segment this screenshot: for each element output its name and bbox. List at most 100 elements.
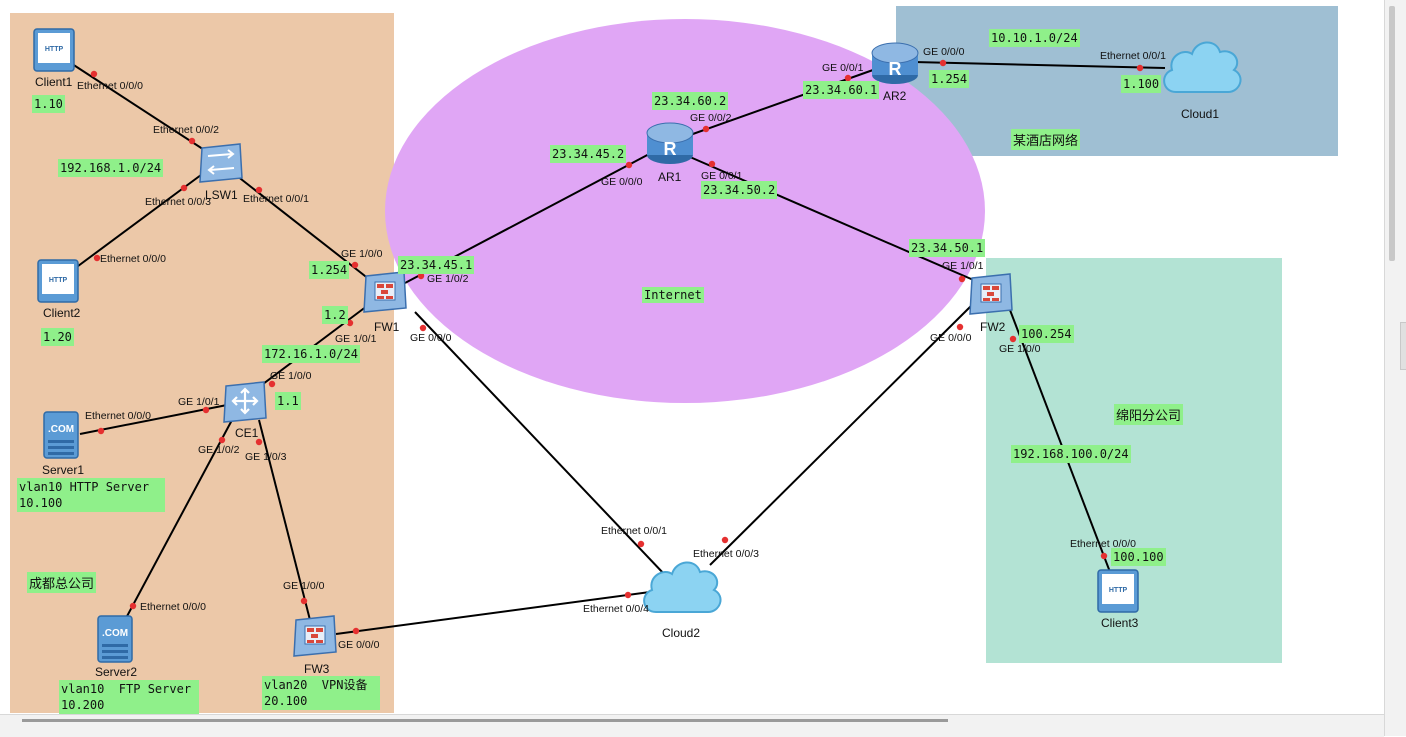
port-ce1-ge103: GE 1/0/3 (245, 451, 287, 463)
svg-text:HTTP: HTTP (45, 46, 64, 53)
port-ar1-ge001: GE 0/0/1 (701, 170, 743, 182)
svg-text:HTTP: HTTP (1109, 587, 1128, 594)
link-client1-lsw1 (65, 59, 213, 156)
switch-icon[interactable] (196, 140, 246, 186)
link-ce1-fw3 (258, 419, 311, 621)
firewall-icon[interactable] (292, 614, 340, 660)
link-ce1-server1 (79, 404, 228, 435)
port-ar2-ge000: GE 0/0/0 (923, 46, 965, 58)
internet-ellipse (385, 19, 985, 403)
port-ar2-ge001: GE 0/0/1 (822, 62, 864, 74)
port-cloud1-e001: Ethernet 0/0/1 (1100, 50, 1166, 62)
ce1-label: CE1 (235, 426, 259, 440)
port-ar1-ge002: GE 0/0/2 (690, 112, 732, 124)
net-192-100-label: 192.168.100.0/24 (1011, 445, 1131, 463)
cloud1-label: Cloud1 (1181, 107, 1220, 121)
fw3-label: FW3 (304, 662, 330, 676)
link-lsw1-fw1 (231, 171, 375, 284)
svg-text:.COM: .COM (48, 424, 74, 435)
client3-ip-label: 100.100 (1111, 548, 1166, 566)
svg-text:HTTP: HTTP (49, 277, 68, 284)
port-fw3-ge100: GE 1/0/0 (283, 580, 325, 592)
com-server-icon[interactable]: .COM (96, 614, 136, 666)
fw2-501-label: 23.34.50.1 (909, 239, 986, 257)
port-fw2-ge101: GE 1/0/1 (942, 260, 984, 272)
client3-label: Client3 (1101, 616, 1139, 630)
server1-info-label: vlan10 HTTP Server 10.100 (17, 478, 165, 512)
port-fw2-ge100: GE 1/0/0 (999, 343, 1041, 355)
cloud1-1100-label: 1.100 (1121, 75, 1162, 93)
lan-192-1-label: 192.168.1.0/24 (58, 159, 164, 177)
fw3-info-label: vlan20 VPN设备 20.100 (262, 676, 380, 710)
client2-ip-label: 1.20 (41, 328, 74, 346)
cloud-icon[interactable] (1158, 30, 1246, 100)
link-ar1-fw2 (689, 156, 986, 286)
cloud-icon[interactable] (638, 548, 726, 620)
hotel-zone (896, 6, 1338, 156)
fw2-label: FW2 (980, 320, 1006, 334)
port-server2-e000: Ethernet 0/0/0 (140, 601, 206, 613)
client1-label: Client1 (35, 75, 73, 89)
port-server1-e000: Ethernet 0/0/0 (85, 410, 151, 422)
fw1-1254-label: 1.254 (309, 261, 350, 279)
port-ce1-ge100: GE 1/0/0 (270, 370, 312, 382)
firewall-icon[interactable] (362, 270, 410, 316)
port-lsw1-e001: Ethernet 0/0/1 (243, 193, 309, 205)
link-fw2-client3 (1009, 309, 1111, 573)
port-lsw1-e003: Ethernet 0/0/3 (145, 196, 211, 208)
cloud2-label: Cloud2 (662, 626, 701, 640)
horizontal-scroll-thumb[interactable] (22, 719, 948, 722)
port-cloud2-e004: Ethernet 0/0/4 (583, 603, 649, 615)
server2-info-label: vlan10 FTP Server 10.200 (59, 680, 199, 714)
port-ce1-ge101: GE 1/0/1 (178, 396, 220, 408)
port-ce1-ge102: GE 1/0/2 (198, 444, 240, 456)
hq-zone (10, 13, 394, 713)
ce-switch-icon[interactable] (222, 380, 270, 426)
http-client-icon[interactable]: HTTP (36, 258, 82, 306)
ar1-602-label: 23.34.60.2 (652, 92, 729, 110)
http-client-icon[interactable]: HTTP (1096, 568, 1142, 616)
port-client1-e000: Ethernet 0/0/0 (77, 80, 143, 92)
link-ce1-server2 (124, 419, 233, 621)
internet-zone-label: Internet (642, 287, 704, 303)
link-ar2-cloud1 (913, 61, 1166, 69)
ar1-452-label: 23.34.45.2 (550, 145, 627, 163)
ce1-11-label: 1.1 (275, 392, 301, 410)
server2-label: Server2 (95, 665, 138, 679)
port-fw1-ge101: GE 1/0/1 (335, 333, 377, 345)
ar2-1254-label: 1.254 (929, 70, 970, 88)
net-10-10-label: 10.10.1.0/24 (989, 29, 1080, 47)
svg-text:R: R (889, 59, 902, 79)
horizontal-scrollbar[interactable] (0, 714, 1384, 737)
com-server-icon[interactable]: .COM (42, 410, 82, 462)
lsw1-label: LSW1 (205, 188, 238, 202)
hq-zone-label: 成都总公司 (27, 572, 97, 593)
svg-text:.COM: .COM (102, 628, 128, 639)
port-lsw1-e002: Ethernet 0/0/2 (153, 124, 219, 136)
port-ar1-ge000: GE 0/0/0 (601, 176, 643, 188)
branch-zone-label: 绵阳分公司 (1114, 404, 1184, 425)
link-fw1-cloud2 (414, 311, 666, 576)
firewall-icon[interactable] (968, 272, 1016, 318)
port-client3-e000: Ethernet 0/0/0 (1070, 538, 1136, 550)
svg-text:R: R (664, 139, 677, 159)
ar2-label: AR2 (883, 89, 907, 103)
port-fw3-ge000: GE 0/0/0 (338, 639, 380, 651)
port-cloud2-e001: Ethernet 0/0/1 (601, 525, 667, 537)
server1-label: Server1 (42, 463, 85, 477)
router-icon[interactable]: R (644, 117, 696, 167)
client2-label: Client2 (43, 306, 81, 320)
port-fw1-ge100: GE 1/0/0 (341, 248, 383, 260)
client1-ip-label: 1.10 (32, 95, 65, 113)
port-fw1-ge102: GE 1/0/2 (427, 273, 469, 285)
port-cloud2-e003: Ethernet 0/0/3 (693, 548, 759, 560)
link-ar1-ar2 (689, 69, 874, 136)
vertical-scroll-thumb[interactable] (1389, 6, 1395, 261)
fw1-12-label: 1.2 (322, 306, 348, 324)
fw2-100254-label: 100.254 (1019, 325, 1074, 343)
port-fw1-ge000: GE 0/0/0 (410, 332, 452, 344)
router-icon[interactable]: R (869, 37, 921, 87)
side-panel-grip[interactable] (1400, 322, 1406, 370)
http-client-icon[interactable]: HTTP (32, 27, 78, 75)
